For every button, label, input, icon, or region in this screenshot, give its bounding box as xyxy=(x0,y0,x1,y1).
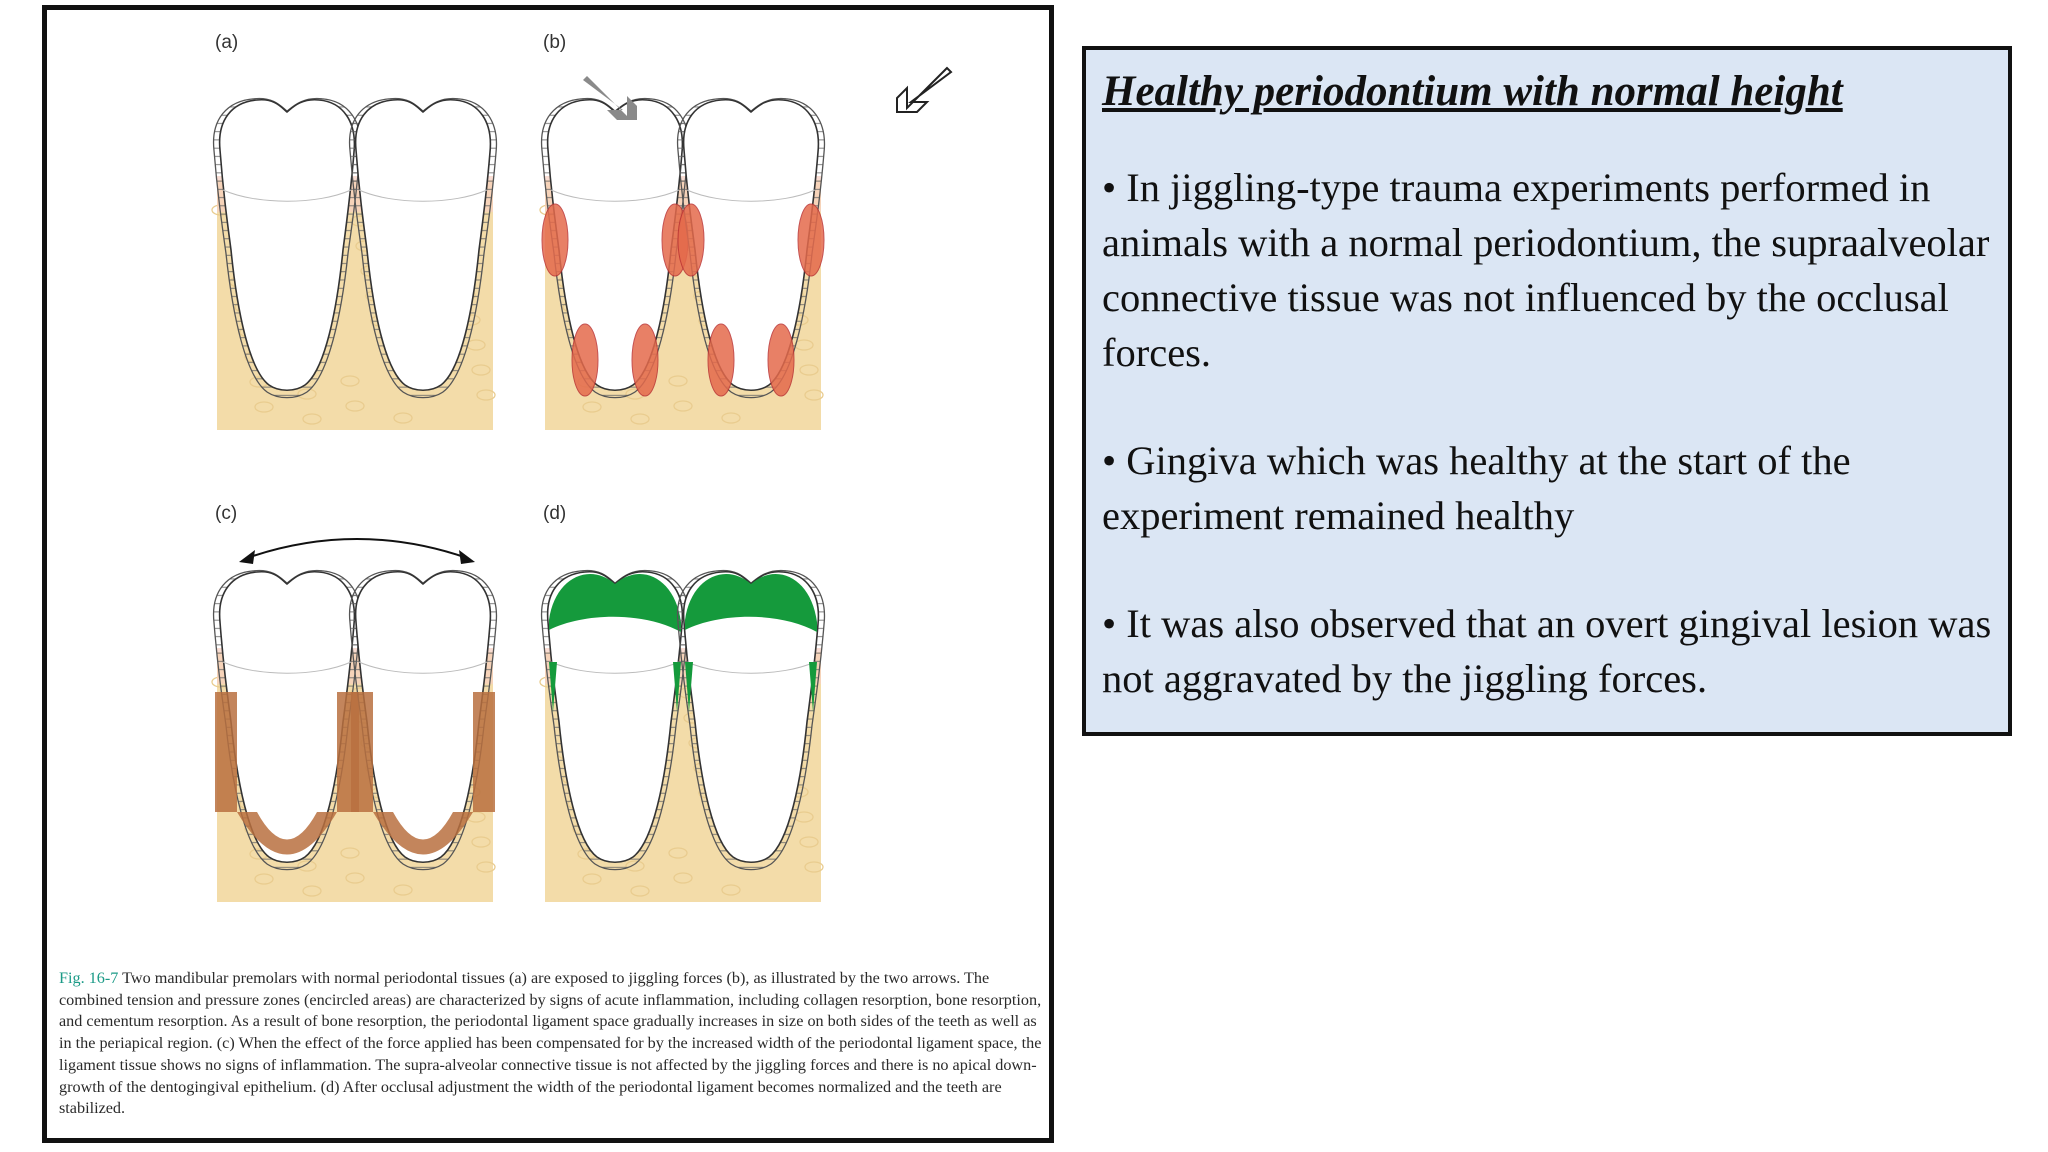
dental-illustration xyxy=(211,66,953,902)
caption-text: Two mandibular premolars with normal per… xyxy=(59,969,1042,1118)
cej-line xyxy=(358,661,488,674)
bone-trabecula xyxy=(582,873,602,885)
bone-trabecula xyxy=(582,401,602,413)
bullet-lesion-not-aggravated: • It was also observed that an overt gin… xyxy=(1102,601,1992,701)
panel-b xyxy=(539,97,826,430)
occlusal-adjustment-zone xyxy=(549,573,681,632)
periapical-widening xyxy=(373,812,473,855)
bullet-supraalveolar: • In jiggling-type trauma experiments pe… xyxy=(1102,165,1990,375)
widened-ligament xyxy=(215,692,237,812)
normalized-ligament xyxy=(685,662,693,712)
bone-trabecula xyxy=(393,884,413,896)
bone-trabecula xyxy=(254,401,274,413)
arc-arrowhead-left-icon xyxy=(239,550,255,564)
bone-trabecula xyxy=(799,364,819,376)
panel-c xyxy=(211,569,498,902)
bone-trabecula xyxy=(668,375,688,387)
box-title: Healthy periodontium with normal height xyxy=(1102,68,1843,115)
bone-trabecula xyxy=(302,885,322,897)
normalized-ligament xyxy=(673,662,681,712)
cej-line xyxy=(358,189,488,202)
normalized-ligament xyxy=(809,662,817,712)
inflammation-zone xyxy=(707,323,735,397)
bone-trabecula xyxy=(345,400,365,412)
panel-d xyxy=(539,569,826,902)
panel-label-d: (d) xyxy=(543,503,567,524)
figure-caption: Fig. 16-7 Two mandibular premolars with … xyxy=(59,968,1049,1120)
bone-trabecula xyxy=(471,364,491,376)
bone-trabecula xyxy=(673,400,693,412)
cej-line xyxy=(550,189,680,202)
widened-ligament xyxy=(351,692,373,812)
bone-trabecula xyxy=(393,412,413,424)
bone-trabecula xyxy=(476,389,496,401)
occlusal-adjustment-zone xyxy=(685,573,817,632)
bone-trabecula xyxy=(630,885,650,897)
figure-frame: (a) (b) (c) (d) Fig. 16-7 Two mandibular… xyxy=(42,5,1054,1143)
movement-arc-icon xyxy=(246,538,468,559)
bone-trabecula xyxy=(340,375,360,387)
periapical-widening xyxy=(237,812,337,855)
inflammation-zone xyxy=(677,203,705,277)
panel-label-b: (b) xyxy=(543,32,567,53)
inflammation-zone xyxy=(631,323,659,397)
premolar-tooth xyxy=(218,98,356,392)
bone-trabecula xyxy=(345,872,365,884)
inflammation-zone xyxy=(767,323,795,397)
panel-a xyxy=(211,97,498,430)
premolar-tooth xyxy=(682,570,820,864)
bullet-gingiva-healthy: • Gingiva which was healthy at the start… xyxy=(1102,438,1851,538)
cej-line xyxy=(222,661,352,674)
bone-trabecula xyxy=(340,847,360,859)
bone-trabecula xyxy=(630,413,650,425)
bone-trabecula xyxy=(721,884,741,896)
inflammation-zone xyxy=(797,203,825,277)
premolar-tooth xyxy=(354,98,492,392)
inflammation-zone xyxy=(541,203,569,277)
bone-trabecula xyxy=(668,847,688,859)
premolar-tooth xyxy=(546,570,684,864)
bone-trabecula xyxy=(804,861,824,873)
cej-line xyxy=(686,661,816,674)
caption-figure-number: Fig. 16-7 xyxy=(59,969,119,987)
bone-trabecula xyxy=(471,836,491,848)
bone-trabecula xyxy=(721,412,741,424)
force-arrow-outline-icon xyxy=(896,66,953,113)
bone-trabecula xyxy=(254,873,274,885)
cej-line xyxy=(686,189,816,202)
bone-trabecula xyxy=(476,861,496,873)
arc-arrowhead-right-icon xyxy=(459,550,475,564)
bone-trabecula xyxy=(673,872,693,884)
panel-label-a: (a) xyxy=(215,32,239,53)
bone-trabecula xyxy=(302,413,322,425)
cej-line xyxy=(550,661,680,674)
bone-trabecula xyxy=(804,389,824,401)
panel-label-c: (c) xyxy=(215,503,238,524)
summary-text-box: Healthy periodontium with normal height … xyxy=(1082,46,2012,736)
cej-line xyxy=(222,189,352,202)
bone-trabecula xyxy=(799,836,819,848)
inflammation-zone xyxy=(571,323,599,397)
force-arrow-filled-icon xyxy=(583,76,637,120)
widened-ligament xyxy=(473,692,495,812)
normalized-ligament xyxy=(549,662,557,712)
